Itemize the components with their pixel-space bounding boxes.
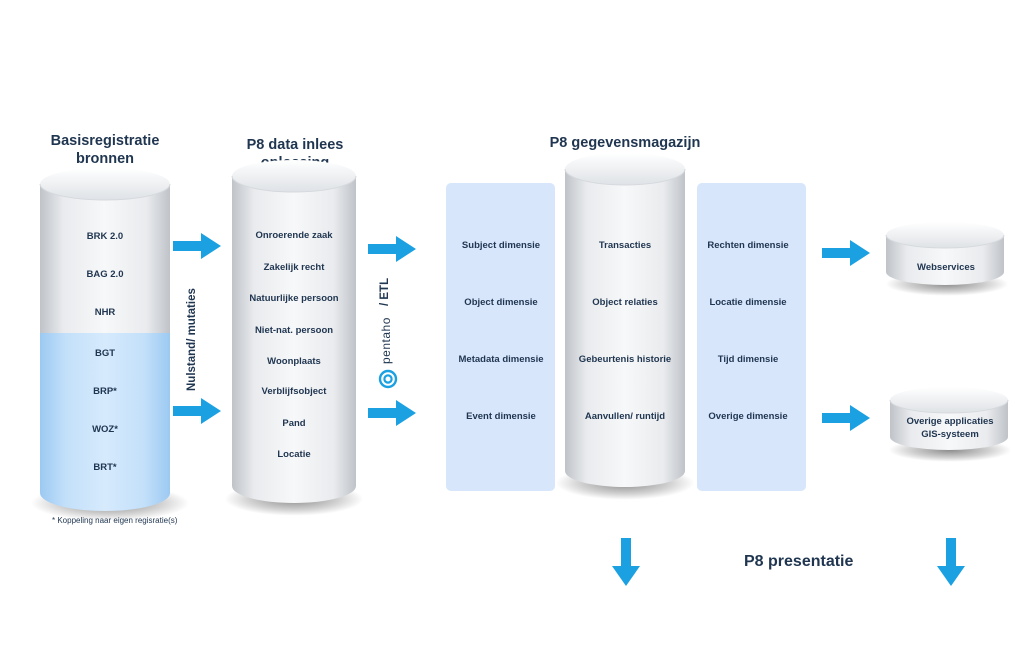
left-panel-item: Object dimensie	[464, 297, 538, 308]
right-panel-item: Overige dimensie	[708, 411, 788, 422]
pentaho-logo-icon	[378, 369, 398, 389]
magazijn-title: P8 gegevensmagazijn	[549, 135, 701, 151]
left-panel-item: Event dimensie	[466, 411, 536, 422]
basis-item: BAG 2.0	[86, 269, 124, 280]
arrow-down-icon	[937, 538, 965, 586]
left-dimension-panel	[446, 183, 555, 491]
apps-cylinder	[889, 387, 1009, 450]
arrow-right-icon	[822, 240, 870, 266]
inlees-item: Onroerende zaak	[255, 230, 333, 241]
basis-title-line2: bronnen	[76, 151, 134, 167]
footnote: * Koppeling naar eigen regisratie(s)	[52, 516, 178, 525]
basis-item: WOZ*	[92, 424, 118, 435]
magazijn-cylinder	[564, 153, 686, 487]
inlees-title-line1: P8 data inlees	[246, 137, 344, 153]
center-item: Gebeurtenis historie	[578, 354, 672, 365]
right-dimension-panel	[697, 183, 806, 491]
right-panel-item: Rechten dimensie	[707, 240, 789, 251]
apps-label-line1: Overige applicaties	[906, 416, 994, 427]
pentaho-label: pentaho	[379, 317, 393, 364]
arrow-right-icon	[368, 236, 416, 262]
right-panel-item: Locatie dimensie	[709, 297, 787, 308]
nulstand-label: Nulstand/ mutaties	[186, 288, 198, 391]
arrow-right-icon	[173, 398, 221, 424]
basis-title-line1: Basisregistratie	[50, 133, 160, 149]
arrow-right-icon	[173, 233, 221, 259]
basis-cylinder	[39, 168, 171, 511]
etl-label: / ETL	[379, 277, 391, 306]
inlees-item: Verblijfsobject	[261, 386, 327, 397]
basis-item: NHR	[94, 307, 116, 318]
arrow-down-icon	[612, 538, 640, 586]
presentatie-label: P8 presentatie	[744, 553, 854, 570]
left-panel-item: Subject dimensie	[461, 240, 541, 251]
arrow-right-icon	[822, 405, 870, 431]
right-panel-item: Tijd dimensie	[717, 354, 779, 365]
basis-item: BGT	[94, 348, 116, 359]
inlees-item: Niet-nat. persoon	[254, 325, 334, 336]
center-item: Transacties	[598, 240, 652, 251]
basis-item: BRK 2.0	[86, 231, 124, 242]
center-item: Aanvullen/ runtijd	[584, 411, 666, 422]
basis-item: BRP*	[93, 386, 117, 397]
apps-label-line2: GIS-systeem	[921, 429, 979, 440]
basis-item: BRT*	[93, 462, 117, 473]
webservices-label: Webservices	[917, 262, 975, 273]
left-panel-item: Metadata dimensie	[458, 354, 544, 365]
inlees-item: Zakelijk recht	[263, 262, 325, 273]
inlees-item: Woonplaats	[267, 356, 321, 367]
inlees-item: Locatie	[277, 449, 311, 460]
inlees-cylinder	[231, 160, 357, 503]
basis-title: Basisregistratie bronnen	[30, 132, 180, 168]
inlees-item: Natuurlijke persoon	[249, 293, 339, 304]
center-item: Object relaties	[592, 297, 658, 308]
arrow-right-icon	[368, 400, 416, 426]
webservices-cylinder	[885, 222, 1005, 285]
inlees-item: Pand	[282, 418, 306, 429]
